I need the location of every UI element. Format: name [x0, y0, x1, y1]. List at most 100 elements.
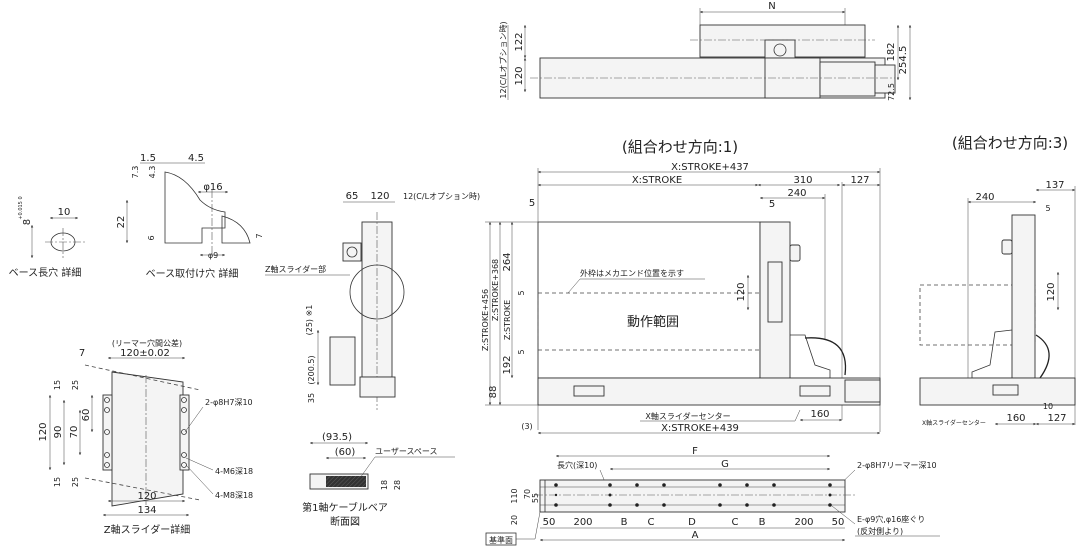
- z-axis-column-right: [1011, 214, 1036, 379]
- dim-65: 65: [346, 191, 359, 202]
- base-plate: [539, 479, 846, 513]
- dim-25-note: (25) ※1: [305, 305, 314, 336]
- pitch-2: B: [621, 517, 628, 528]
- dim-z-stroke-456: Z:STROKE+456: [481, 289, 490, 351]
- dim-7-z: 7: [79, 348, 85, 359]
- dim-120-v: 120: [38, 422, 49, 441]
- dim-70-base: 70: [523, 489, 532, 499]
- dim-134: 134: [137, 505, 156, 516]
- x-slider-center-label-right: X軸スライダーセンター: [922, 419, 986, 427]
- dim-120-right: 120: [1046, 282, 1057, 301]
- dim-8-tolerance: +0.015 0: [18, 196, 24, 219]
- frame-note: 外枠はメカエンド位置を示す: [580, 268, 684, 278]
- dim-5-upper: 5: [517, 290, 526, 295]
- pitch-0: 50: [543, 517, 556, 528]
- dim-160-right: 160: [1006, 413, 1025, 424]
- dim-25-top: 25: [71, 380, 80, 390]
- dim-f: F: [692, 446, 698, 457]
- m6-label: 4-M6深18: [215, 467, 253, 476]
- side-view: 65 120 12(C/Lオプション時) Z軸スライダー部 (25) ※1 (2…: [265, 191, 480, 410]
- motion-range-label: 動作範囲: [627, 315, 679, 330]
- dim-120-side: 120: [370, 191, 389, 202]
- dim-55: 55: [531, 493, 540, 503]
- counterbore-holes-label: E-φ9穴,φ16座ぐり: [857, 514, 925, 524]
- dim-182: 182: [886, 42, 897, 61]
- dim-90: 90: [53, 426, 64, 439]
- counterbore-holes-note: (反対側より): [857, 526, 903, 536]
- dim-5-left: 5: [529, 198, 535, 209]
- cable-carrier: [804, 337, 847, 376]
- right-view-title: (組合わせ方向:3): [952, 134, 1068, 152]
- dim-310: 310: [793, 175, 812, 186]
- cable-caption-1: 第1軸ケーブルベア: [302, 501, 388, 514]
- dim-8: 8: [22, 219, 33, 225]
- dim-240: 240: [787, 188, 806, 199]
- dim-5-lower: 5: [517, 349, 526, 354]
- dim-192: 192: [502, 355, 513, 374]
- dim-15-top: 15: [53, 380, 62, 390]
- dim-22: 22: [116, 216, 127, 229]
- z-slider-detail: (リーマー穴間公差) 7 120±0.02 15 25 120 90 70 60…: [38, 338, 253, 536]
- pitch-8: 50: [832, 517, 845, 528]
- pitch-3: C: [648, 517, 655, 528]
- dim-120-z: 120: [736, 282, 747, 301]
- pitch-dimensions: 50 200 B C D C B 200 50: [543, 517, 845, 528]
- dim-110: 110: [510, 488, 519, 503]
- user-space-area: [326, 476, 366, 487]
- pin-hole-label: 2-φ8H7深10: [205, 398, 253, 407]
- cable-caption-2: 断面図: [330, 515, 360, 528]
- user-space-label: ユーザースペース: [375, 447, 437, 456]
- dim-120-tol: 120±0.02: [120, 348, 170, 359]
- pitch-4: D: [688, 517, 696, 528]
- front-view: (組合わせ方向:1) X:STROKE+437 X:STROKE 310 127…: [481, 138, 881, 435]
- dim-72-5: 72.5: [887, 83, 896, 101]
- pitch-7: 200: [794, 517, 813, 528]
- side-motor: [342, 242, 362, 262]
- dim-6: 6: [147, 235, 156, 240]
- dim-x-stroke-437: X:STROKE+437: [671, 162, 749, 173]
- dim-x-stroke: X:STROKE: [632, 175, 682, 186]
- dim-7-hole: 7: [255, 233, 264, 238]
- z-motor: [789, 244, 801, 262]
- dim-60: 60: [81, 409, 92, 422]
- dim-12-option: 12(C/Lオプション時): [499, 21, 508, 98]
- dim-15-bot: 15: [53, 477, 62, 487]
- z-slider-plate: [111, 371, 184, 507]
- base-hole-detail: 1.5 4.5 7.3 4.3 φ16 22 6 7 φ9 ベース取付け穴 詳細: [116, 153, 264, 280]
- front-view-title: (組合わせ方向:1): [622, 138, 738, 156]
- dim-a: A: [692, 530, 699, 541]
- dim-5-right-view: 5: [1045, 204, 1050, 213]
- base-slot-caption: ベース長穴 詳細: [9, 266, 82, 279]
- datum-label: 基準面: [489, 535, 513, 545]
- top-view: N 122 120 12(C/Lオプション時) 182 254.5 72.5: [499, 1, 912, 101]
- dim-137: 137: [1045, 180, 1064, 191]
- motor: [874, 64, 896, 94]
- dim-10-slot: 10: [58, 207, 71, 218]
- dim-3: (3): [521, 422, 532, 431]
- dim-z-stroke: Z:STROKE: [503, 300, 512, 340]
- dim-70: 70: [69, 426, 80, 439]
- dim-25-bot: 25: [71, 477, 80, 487]
- right-view: (組合わせ方向:3) 137 240 5 120 X軸スライダーセンター 160…: [919, 134, 1076, 427]
- dim-264: 264: [502, 252, 513, 271]
- slot-label: 長穴(深10): [557, 460, 597, 470]
- dim-127-right: 127: [1047, 413, 1066, 424]
- dim-g: G: [721, 459, 729, 470]
- m8-label: 4-M8深18: [215, 491, 253, 500]
- base-holes: [554, 483, 832, 507]
- dim-160: 160: [810, 409, 829, 420]
- dim-240-right: 240: [975, 192, 994, 203]
- dim-18: 18: [380, 480, 389, 490]
- dim-20: 20: [510, 515, 519, 525]
- base-plan: F G 長穴(深10) 2-φ8H7リーマー深10 110 70 55 20 5…: [485, 446, 940, 546]
- dim-12-option-side: 12(C/Lオプション時): [403, 192, 480, 201]
- dim-x-stroke-439: X:STROKE+439: [661, 423, 739, 434]
- dim-5-right: 5: [769, 199, 775, 210]
- dim-122: 122: [514, 32, 525, 51]
- dim-28: 28: [393, 480, 402, 490]
- dim-n: N: [768, 1, 775, 12]
- z-slider-part-label: Z軸スライダー部: [265, 264, 326, 274]
- cable-bear-section: (93.5) (60) ユーザースペース 18 28 第1軸ケーブルベア 断面図: [302, 432, 455, 528]
- dim-4-3: 4.3: [148, 166, 157, 179]
